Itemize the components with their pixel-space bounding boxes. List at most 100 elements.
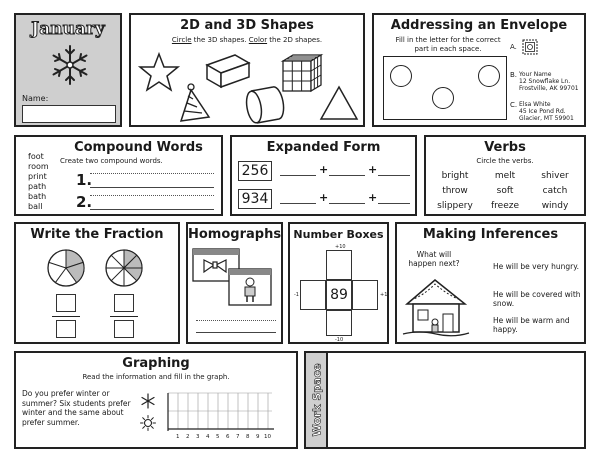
fraction-pie-1 [47,249,85,287]
fraction-1-numerator[interactable] [56,294,76,312]
envelope-option-b-line2: 12 Snowflake Ln. [519,78,571,85]
fraction-2-denominator[interactable] [114,320,134,338]
compound-number-1: 1. [76,171,93,189]
shapes-instructions: Circle the 3D shapes. Color the 2D shape… [171,36,323,44]
cylinder-icon[interactable] [243,85,289,125]
compound-line-1b[interactable] [90,187,214,188]
graph-grid[interactable] [162,387,278,439]
january-panel: January Name: [14,13,122,127]
homograph-answer-line[interactable] [196,320,276,321]
expanded-line[interactable] [329,175,365,176]
envelope-option-c-line3: Glacier, MT 59901 [519,115,574,122]
numberbox-top[interactable] [326,250,352,280]
verb-word[interactable]: catch [542,186,568,196]
homographs-title: Homographs [188,227,282,242]
inferences-question: What will happen next? [408,250,460,268]
numberboxes-panel: Number Boxes +10 -1 89 +1 -10 [288,222,389,344]
inference-option-3[interactable]: He will be warm and happy. [493,316,570,334]
party-hat-icon[interactable] [179,83,213,125]
graphing-instructions: Read the information and fill in the gra… [82,373,230,381]
envelope-option-c-line2: 45 Ice Pond Rd. [519,108,566,115]
compound-title: Compound Words [74,140,203,155]
homograph-answer-line[interactable] [196,332,276,333]
january-title: January [31,19,106,40]
fraction-1-denominator[interactable] [56,320,76,338]
fraction-title: Write the Fraction [30,227,164,242]
graph-tick-label: 1 [176,434,180,440]
envelope-instructions: Fill in the letter for the correct part … [395,36,501,53]
snowy-house-icon [402,279,470,337]
expanded-panel: Expanded Form 256 + + 934 + + [230,135,417,216]
expanded-line[interactable] [329,203,365,204]
graph-tick-label: 8 [246,434,250,440]
plus-sign: + [368,191,378,204]
numberbox-left[interactable] [300,280,326,310]
verb-word[interactable]: throw [442,186,468,196]
verb-word[interactable]: windy [541,201,569,211]
star-icon[interactable] [137,51,181,92]
inference-option-2[interactable]: He will be covered with snow. [493,290,581,308]
numberbox-bottom[interactable] [326,310,352,336]
graph-tick-label: 9 [256,434,260,440]
expanded-line[interactable] [280,203,316,204]
fraction-panel: Write the Fraction [14,222,180,344]
inference-option-1[interactable]: He will be very hungry. [493,262,579,271]
envelope-panel: Addressing an Envelope Fill in the lette… [372,13,586,127]
envelope-option-b-line3: Frostville, AK 99701 [519,85,579,92]
numberbox-bottom-label: -10 [335,337,344,343]
verb-word[interactable]: melt [494,171,516,181]
inferences-title: Making Inferences [422,227,559,242]
plus-sign: + [319,163,329,176]
compound-number-2: 2. [76,193,93,211]
compound-line-1a[interactable] [90,173,214,174]
verb-word[interactable]: slippery [437,201,473,211]
numberboxes-title: Number Boxes [293,228,384,241]
triangle-icon[interactable] [319,85,359,121]
envelope-slot-stamp[interactable] [478,65,500,87]
fraction-2-numerator[interactable] [114,294,134,312]
expanded-line[interactable] [378,203,410,204]
graph-tick-label: 4 [206,434,210,440]
envelope-slot-return[interactable] [390,65,412,87]
cuboid-icon[interactable] [205,53,251,89]
plus-sign: + [319,191,329,204]
shapes-panel: 2D and 3D Shapes Circle the 3D shapes. C… [129,13,365,127]
bowing-boy-picture-icon [228,268,272,306]
compound-word: path [28,182,47,191]
verb-word[interactable]: shiver [541,171,569,181]
verbs-instructions: Circle the verbs. [476,157,534,165]
expanded-line[interactable] [280,175,316,176]
verb-word[interactable]: soft [496,186,514,196]
expanded-line[interactable] [378,175,410,176]
envelope-option-a-letter: A. [510,43,517,51]
rubiks-cube-icon[interactable] [280,53,324,93]
envelope-slot-address[interactable] [432,87,454,109]
compound-line-2a[interactable] [90,195,214,196]
graph-tick-label: 7 [236,434,240,440]
numberbox-top-label: +10 [335,244,346,250]
numberbox-left-label: -1 [294,292,299,298]
envelope-option-c-letter: C. [510,101,518,109]
name-field[interactable] [22,105,116,123]
numberbox-center: 89 [326,280,352,310]
workspace-panel[interactable]: Work Space [304,351,586,449]
snowflake-icon [52,45,88,85]
plus-sign: + [368,163,378,176]
graph-tick-label: 10 [264,434,271,440]
envelope-drawing [383,56,507,120]
verb-word[interactable]: freeze [490,201,519,211]
compound-instructions: Create two compound words. [60,157,163,165]
fraction-pie-2 [105,249,143,287]
compound-word: room [28,162,49,171]
verbs-title: Verbs [484,140,526,155]
compound-line-2b[interactable] [90,209,214,210]
verb-word[interactable]: bright [441,171,469,181]
sun-icon [140,415,156,431]
compound-panel: Compound Words Create two compound words… [14,135,223,216]
numberbox-right[interactable] [352,280,378,310]
envelope-option-b-letter: B. [510,71,518,79]
numberbox-right-label: +1 [380,292,388,298]
compound-word: bath [28,192,47,201]
expanded-title: Expanded Form [266,140,381,155]
workspace-tab: Work Space [306,353,328,447]
